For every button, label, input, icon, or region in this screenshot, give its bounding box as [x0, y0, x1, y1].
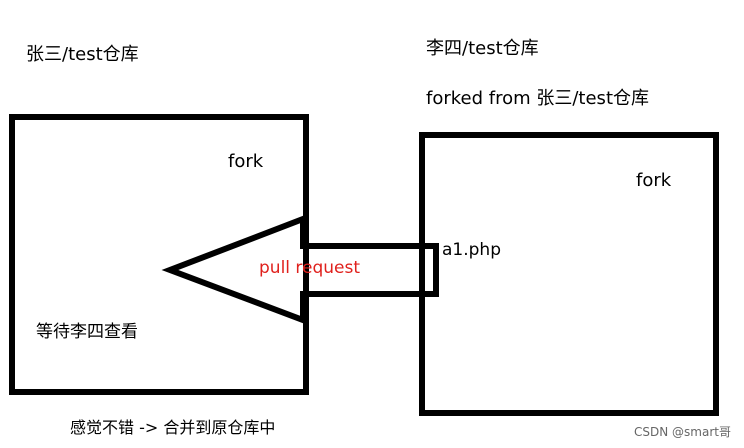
right-repo-box	[419, 132, 719, 416]
watermark-text: CSDN @smart哥	[634, 425, 731, 439]
pull-request-arrow-shape	[161, 214, 439, 325]
left-repo-title: 张三/test仓库	[26, 44, 139, 65]
right-repo-fork-label: fork	[636, 170, 672, 191]
right-repo-file-label: a1.php	[442, 240, 501, 260]
left-repo-fork-label: fork	[228, 151, 264, 172]
right-repo-title: 李四/test仓库	[426, 38, 539, 59]
left-repo-footer-text: 感觉不错 -> 合并到原仓库中	[70, 418, 276, 437]
pull-request-label: pull request	[259, 258, 361, 278]
right-repo-forked-from: forked from 张三/test仓库	[426, 88, 649, 109]
left-repo-waiting-text: 等待李四查看	[36, 322, 138, 342]
left-repo-box	[9, 114, 309, 395]
